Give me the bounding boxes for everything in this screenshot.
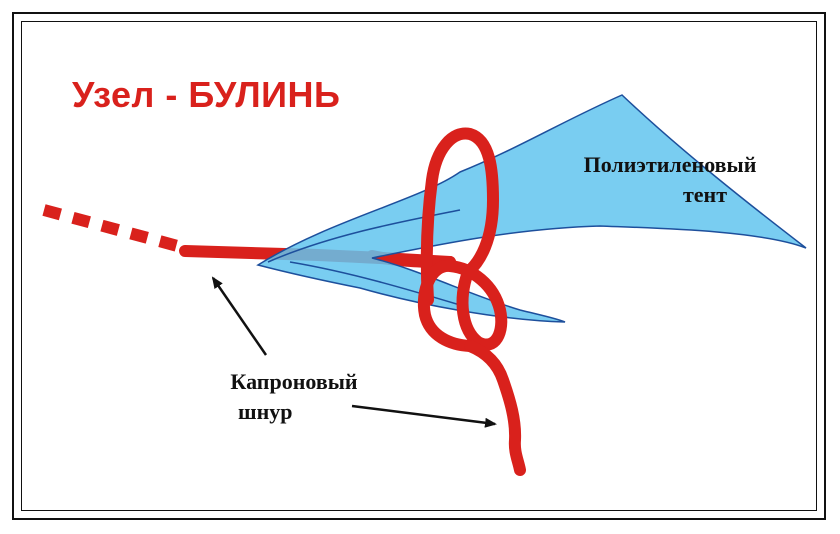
- tent-label-line-1: Полиэтиленовый: [583, 152, 757, 177]
- cord-label-line-2: шнур: [238, 399, 293, 424]
- rope-lower-loop: [417, 260, 508, 352]
- tent-label-line-2: тент: [682, 182, 728, 207]
- tent-fold-line: [267, 209, 461, 263]
- arrow-to-rope-tail: [351, 404, 497, 428]
- cord-label: Капроновый шнур: [208, 367, 380, 427]
- tent-shape: [256, 94, 807, 323]
- rope-knot: [417, 127, 526, 476]
- tent-fold-line-2: [289, 261, 461, 306]
- arrow-to-rope-end: [211, 276, 268, 356]
- tent-label: Полиэтиленовый тент: [560, 150, 780, 210]
- rope-top-loop: [420, 127, 499, 306]
- rope-working-end: [464, 340, 526, 476]
- diagram-title: Узел - БУЛИНЬ: [72, 74, 341, 115]
- cord-label-line-1: Капроновый: [230, 369, 358, 394]
- inner-frame: [21, 21, 817, 511]
- pointer-arrows: [211, 276, 497, 428]
- rope-dashed-end: [42, 204, 187, 254]
- outer-frame: [12, 12, 826, 520]
- tent-fill: [256, 94, 807, 323]
